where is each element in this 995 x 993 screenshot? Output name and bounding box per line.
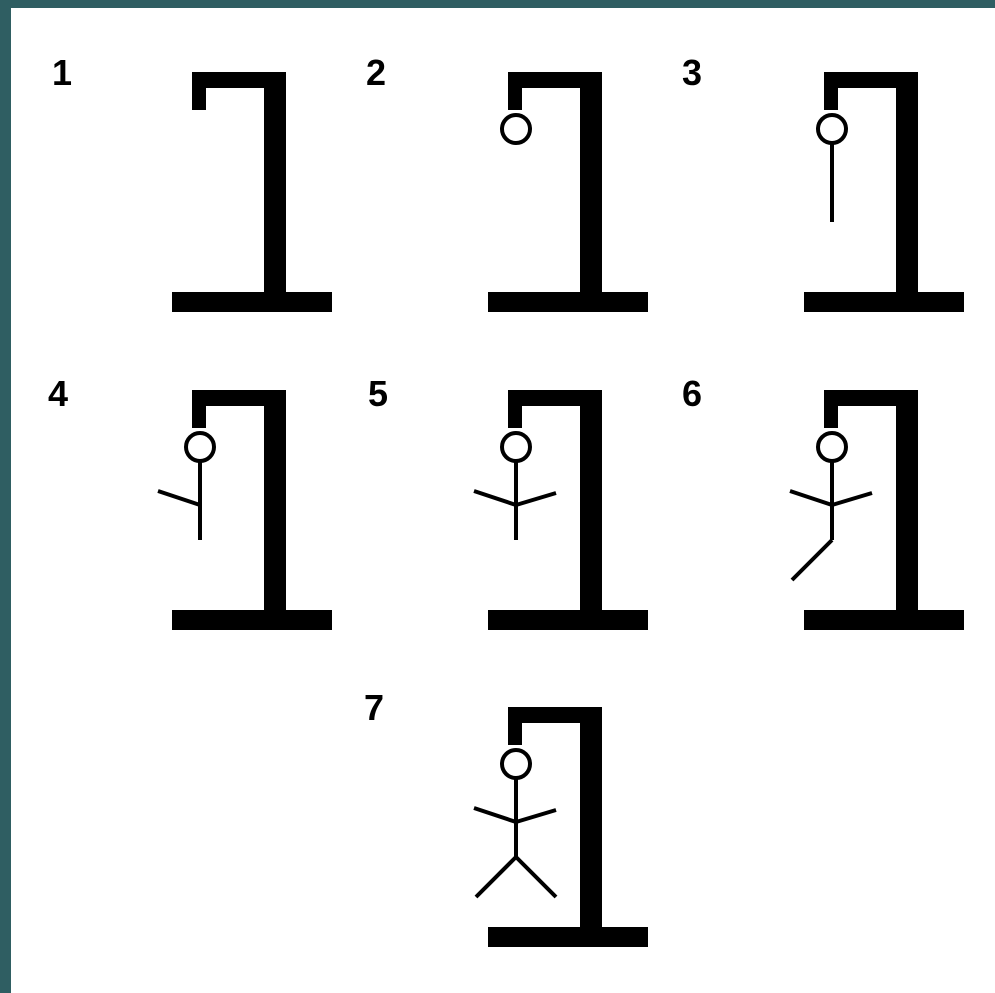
stage-label: 4 — [48, 373, 68, 414]
gallows-post — [896, 72, 918, 302]
gallows-base — [804, 610, 964, 630]
gallows-rope — [508, 390, 522, 428]
gallows-rope — [508, 707, 522, 745]
stage-label: 2 — [366, 52, 386, 93]
gallows-beam — [508, 72, 602, 88]
stage-5: 5 — [368, 373, 648, 630]
gallows-beam — [824, 72, 918, 88]
stickman-head — [818, 433, 846, 461]
stickman-head — [502, 433, 530, 461]
gallows-rope — [192, 390, 206, 428]
gallows-beam — [192, 390, 286, 406]
gallows-rope — [824, 72, 838, 110]
stickman-head — [186, 433, 214, 461]
stage-3: 3 — [682, 52, 964, 312]
hangman-figure — [790, 390, 964, 630]
stickman-right-arm — [832, 493, 872, 505]
gallows-beam — [192, 72, 286, 88]
stage-label: 1 — [52, 52, 72, 93]
gallows-post — [580, 72, 602, 302]
gallows-base — [172, 292, 332, 312]
stickman-right-arm — [516, 493, 556, 505]
hangman-figure — [474, 390, 648, 630]
gallows-base — [804, 292, 964, 312]
gallows-base — [172, 610, 332, 630]
stickman-head — [818, 115, 846, 143]
stickman-right-leg — [516, 857, 556, 897]
gallows-post — [264, 390, 286, 620]
hangman-figure — [804, 72, 964, 312]
stage-7: 7 — [364, 687, 648, 947]
stage-label: 7 — [364, 687, 384, 728]
stage-label: 3 — [682, 52, 702, 93]
gallows-post — [896, 390, 918, 620]
gallows-base — [488, 292, 648, 312]
gallows-rope — [824, 390, 838, 428]
gallows-base — [488, 927, 648, 947]
gallows-beam — [824, 390, 918, 406]
hangman-figure — [474, 707, 648, 947]
gallows-post — [580, 390, 602, 620]
stage-label: 5 — [368, 373, 388, 414]
gallows-beam — [508, 390, 602, 406]
stickman-head — [502, 750, 530, 778]
gallows-beam — [508, 707, 602, 723]
stage-4: 4 — [48, 373, 332, 630]
stickman-left-arm — [474, 491, 516, 505]
stickman-head — [502, 115, 530, 143]
stage-6: 6 — [682, 373, 964, 630]
stage-2: 2 — [366, 52, 648, 312]
gallows-rope — [192, 72, 206, 110]
gallows-base — [488, 610, 648, 630]
stickman-left-arm — [158, 491, 200, 505]
stickman-left-leg — [476, 857, 516, 897]
gallows-post — [264, 72, 286, 302]
hangman-figure — [172, 72, 332, 312]
stage-label: 6 — [682, 373, 702, 414]
stickman-right-arm — [516, 810, 556, 822]
hangman-figure — [488, 72, 648, 312]
gallows-post — [580, 707, 602, 937]
gallows-rope — [508, 72, 522, 110]
stickman-left-arm — [790, 491, 832, 505]
stickman-left-leg — [792, 540, 832, 580]
stickman-left-arm — [474, 808, 516, 822]
stage-1: 1 — [52, 52, 332, 312]
hangman-figure — [158, 390, 332, 630]
